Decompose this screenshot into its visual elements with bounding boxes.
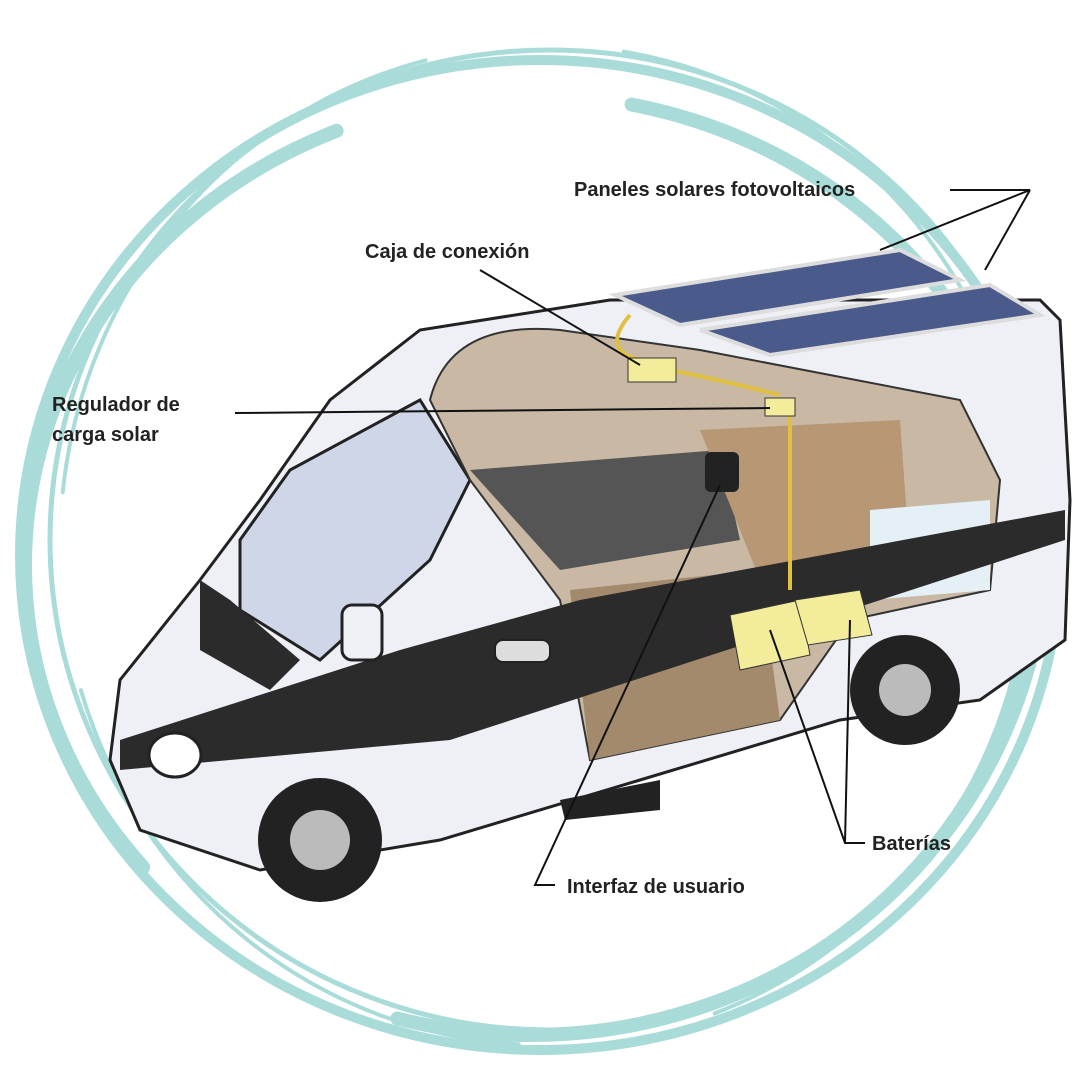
label-solar-panels: Paneles solares fotovoltaicos — [574, 179, 855, 201]
front-wheel — [258, 778, 382, 902]
bench-seat — [470, 450, 740, 570]
charge-regulator — [764, 397, 796, 417]
rear-wheel — [850, 635, 960, 745]
user-interface-panel — [705, 452, 739, 492]
leader-lines — [234, 189, 1031, 886]
door-handle — [494, 639, 551, 663]
label-batteries: Baterías — [872, 833, 951, 855]
camper-van-illustration — [108, 298, 1072, 902]
side-mirror — [340, 603, 384, 662]
label-regulator-line2: carga solar — [52, 424, 159, 446]
batteries — [729, 589, 873, 671]
label-junction-box: Caja de conexión — [365, 241, 530, 263]
label-regulator-line1: Regulador de — [52, 394, 180, 416]
solar-panels — [608, 247, 1046, 358]
van-stripe — [120, 510, 1065, 770]
headlight — [147, 731, 203, 779]
label-user-interface: Interfaz de usuario — [567, 876, 745, 898]
junction-box — [627, 357, 677, 383]
